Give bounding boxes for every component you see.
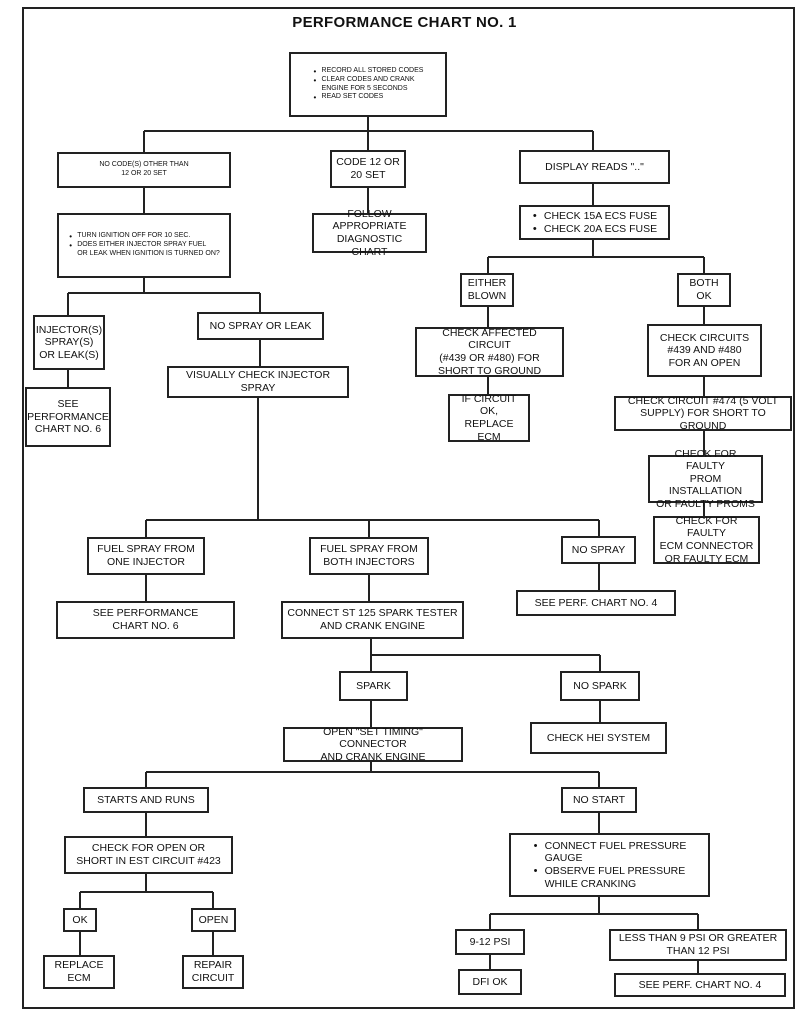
see-chart-4-text: SEE PERF. CHART NO. 4 xyxy=(534,596,658,609)
code-12-box: CODE 12 OR 20 SET xyxy=(330,150,406,188)
open-set-timing-box: OPEN "SET TIMING" CONNECTOR AND CRANK EN… xyxy=(283,725,463,763)
see-chart-6b-text: SEE PERFORMANCE CHART NO. 6 xyxy=(92,607,199,632)
record-codes-box: RECORD ALL STORED CODES CLEAR CODES AND … xyxy=(289,52,447,117)
less-than-9-psi-text: LESS THAN 9 PSI OR GREATER THAN 12 PSI xyxy=(618,932,778,957)
check-fuse-list: CHECK 15A ECS FUSE CHECK 20A ECS FUSE xyxy=(532,210,657,235)
connect-fuel-step: CONNECT FUEL PRESSURE GAUGE xyxy=(533,840,687,865)
check-circuit-474-box: CHECK CIRCUIT #474 (5 VOLT SUPPLY) FOR S… xyxy=(614,394,792,432)
no-spray-leak-box: NO SPRAY OR LEAK xyxy=(197,312,324,340)
dfi-ok-box: DFI OK xyxy=(458,969,522,995)
no-codes-box: NO CODE(S) OTHER THAN 12 OR 20 SET xyxy=(57,152,231,188)
connect-spark-tester-text: CONNECT ST 125 SPARK TESTER AND CRANK EN… xyxy=(287,607,458,632)
check-hei-text: CHECK HEI SYSTEM xyxy=(546,731,651,744)
chart-title: PERFORMANCE CHART NO. 1 xyxy=(292,14,517,31)
fuel-both-injectors-box: FUEL SPRAY FROM BOTH INJECTORS xyxy=(309,537,429,575)
no-codes-text: NO CODE(S) OTHER THAN 12 OR 20 SET xyxy=(99,161,189,177)
faulty-ecm-connector-box: CHECK FOR FAULTY ECM CONNECTOR OR FAULTY… xyxy=(653,514,760,565)
record-step: READ SET CODES xyxy=(313,93,424,103)
open-text: OPEN xyxy=(198,913,229,926)
starts-and-runs-text: STARTS AND RUNS xyxy=(97,793,195,806)
if-circuit-ok-text: IF CIRCUIT OK, REPLACE ECM xyxy=(461,392,517,443)
faulty-prom-box: CHECK FOR FAULTY PROM INSTALLATION OR FA… xyxy=(648,448,763,510)
follow-chart-box: FOLLOW APPROPRIATE DIAGNOSTIC CHART xyxy=(312,208,427,258)
check-circuit-474-text: CHECK CIRCUIT #474 (5 VOLT SUPPLY) FOR S… xyxy=(627,394,779,432)
check-affected-circuit-box: CHECK AFFECTED CIRCUIT (#439 OR #480) FO… xyxy=(415,327,564,377)
turn-ignition-list: TURN IGNITION OFF FOR 10 SEC. DOES EITHE… xyxy=(68,232,220,258)
injector-spray-text: INJECTOR(S) SPRAY(S) OR LEAK(S) xyxy=(35,323,103,361)
check-circuits-open-box: CHECK CIRCUITS #439 AND #480 FOR AN OPEN xyxy=(647,324,762,377)
less-than-9-psi-box: LESS THAN 9 PSI OR GREATER THAN 12 PSI xyxy=(609,929,787,961)
check-fuse-step: CHECK 20A ECS FUSE xyxy=(532,223,657,236)
no-spray-box: NO SPRAY xyxy=(561,536,636,564)
turn-ignition-step: TURN IGNITION OFF FOR 10 SEC. xyxy=(68,232,220,242)
starts-and-runs-box: STARTS AND RUNS xyxy=(83,787,209,813)
check-fuse-step: CHECK 15A ECS FUSE xyxy=(532,210,657,223)
turn-ignition-box: TURN IGNITION OFF FOR 10 SEC. DOES EITHE… xyxy=(57,213,231,278)
connect-fuel-step: OBSERVE FUEL PRESSURE WHILE CRANKING xyxy=(533,865,687,890)
code-12-text: CODE 12 OR 20 SET xyxy=(336,156,400,181)
see-chart-6-box: SEE PERFORMANCE CHART NO. 6 xyxy=(25,387,111,447)
see-chart-6-box: SEE PERFORMANCE CHART NO. 6 xyxy=(56,601,235,639)
follow-chart-text: FOLLOW APPROPRIATE DIAGNOSTIC CHART xyxy=(332,207,407,258)
ok-box: OK xyxy=(63,908,97,932)
see-chart-4-box: SEE PERF. CHART NO. 4 xyxy=(614,973,786,997)
psi-9-12-box: 9-12 PSI xyxy=(455,929,525,955)
no-start-box: NO START xyxy=(561,787,637,813)
record-step: RECORD ALL STORED CODES xyxy=(313,67,424,77)
replace-ecm-box: REPLACE ECM xyxy=(43,955,115,989)
check-est-circuit-text: CHECK FOR OPEN OR SHORT IN EST CIRCUIT #… xyxy=(76,842,221,867)
spark-text: SPARK xyxy=(356,679,391,692)
check-circuits-open-text: CHECK CIRCUITS #439 AND #480 FOR AN OPEN xyxy=(659,331,750,369)
either-blown-box: EITHER BLOWN xyxy=(460,273,514,307)
check-hei-box: CHECK HEI SYSTEM xyxy=(530,722,667,754)
record-codes-list: RECORD ALL STORED CODES CLEAR CODES AND … xyxy=(313,67,424,103)
display-reads-box: DISPLAY READS ".." xyxy=(519,150,670,184)
record-step: CLEAR CODES AND CRANK ENGINE FOR 5 SECON… xyxy=(313,76,424,94)
if-circuit-ok-box: IF CIRCUIT OK, REPLACE ECM xyxy=(448,392,530,443)
replace-ecm-text: REPLACE ECM xyxy=(54,959,104,984)
both-ok-text: BOTH OK xyxy=(689,277,719,302)
turn-ignition-step: DOES EITHER INJECTOR SPRAY FUEL OR LEAK … xyxy=(68,241,220,259)
check-fuse-box: CHECK 15A ECS FUSE CHECK 20A ECS FUSE xyxy=(519,205,670,240)
fuel-one-injector-text: FUEL SPRAY FROM ONE INJECTOR xyxy=(97,543,195,568)
see-chart-6-text: SEE PERFORMANCE CHART NO. 6 xyxy=(27,398,109,436)
display-reads-text: DISPLAY READS ".." xyxy=(545,160,644,173)
see-chart-4b-text: SEE PERF. CHART NO. 4 xyxy=(638,978,762,991)
connect-fuel-gauge-list: CONNECT FUEL PRESSURE GAUGE OBSERVE FUEL… xyxy=(533,840,687,890)
psi-9-12-text: 9-12 PSI xyxy=(469,935,511,948)
injector-spray-box: INJECTOR(S) SPRAY(S) OR LEAK(S) xyxy=(33,315,105,370)
either-blown-text: EITHER BLOWN xyxy=(467,277,507,302)
connect-fuel-gauge-box: CONNECT FUEL PRESSURE GAUGE OBSERVE FUEL… xyxy=(509,833,710,897)
dfi-ok-text: DFI OK xyxy=(472,975,508,988)
see-chart-4-box: SEE PERF. CHART NO. 4 xyxy=(516,590,676,616)
both-ok-box: BOTH OK xyxy=(677,273,731,307)
faulty-ecm-connector-text: CHECK FOR FAULTY ECM CONNECTOR OR FAULTY… xyxy=(659,514,754,565)
open-box: OPEN xyxy=(191,908,236,932)
repair-circuit-text: REPAIR CIRCUIT xyxy=(191,959,235,984)
open-set-timing-text: OPEN "SET TIMING" CONNECTOR AND CRANK EN… xyxy=(320,725,426,763)
chart-border xyxy=(22,7,795,1009)
ok-text: OK xyxy=(72,913,88,926)
no-spray-leak-text: NO SPRAY OR LEAK xyxy=(209,319,312,332)
fuel-one-injector-box: FUEL SPRAY FROM ONE INJECTOR xyxy=(87,537,205,575)
spark-box: SPARK xyxy=(339,671,408,701)
repair-circuit-box: REPAIR CIRCUIT xyxy=(182,955,244,989)
no-start-text: NO START xyxy=(572,793,626,806)
visually-check-box: VISUALLY CHECK INJECTOR SPRAY xyxy=(167,366,349,398)
faulty-prom-text: CHECK FOR FAULTY PROM INSTALLATION OR FA… xyxy=(656,447,755,510)
no-spray-text: NO SPRAY xyxy=(571,543,626,556)
check-affected-circuit-text: CHECK AFFECTED CIRCUIT (#439 OR #480) FO… xyxy=(437,326,542,377)
fuel-both-injectors-text: FUEL SPRAY FROM BOTH INJECTORS xyxy=(320,543,418,568)
visually-check-text: VISUALLY CHECK INJECTOR SPRAY xyxy=(185,369,331,394)
no-spark-text: NO SPARK xyxy=(573,679,627,692)
connect-spark-tester-box: CONNECT ST 125 SPARK TESTER AND CRANK EN… xyxy=(281,601,464,639)
no-spark-box: NO SPARK xyxy=(560,671,640,701)
check-est-circuit-box: CHECK FOR OPEN OR SHORT IN EST CIRCUIT #… xyxy=(64,836,233,874)
